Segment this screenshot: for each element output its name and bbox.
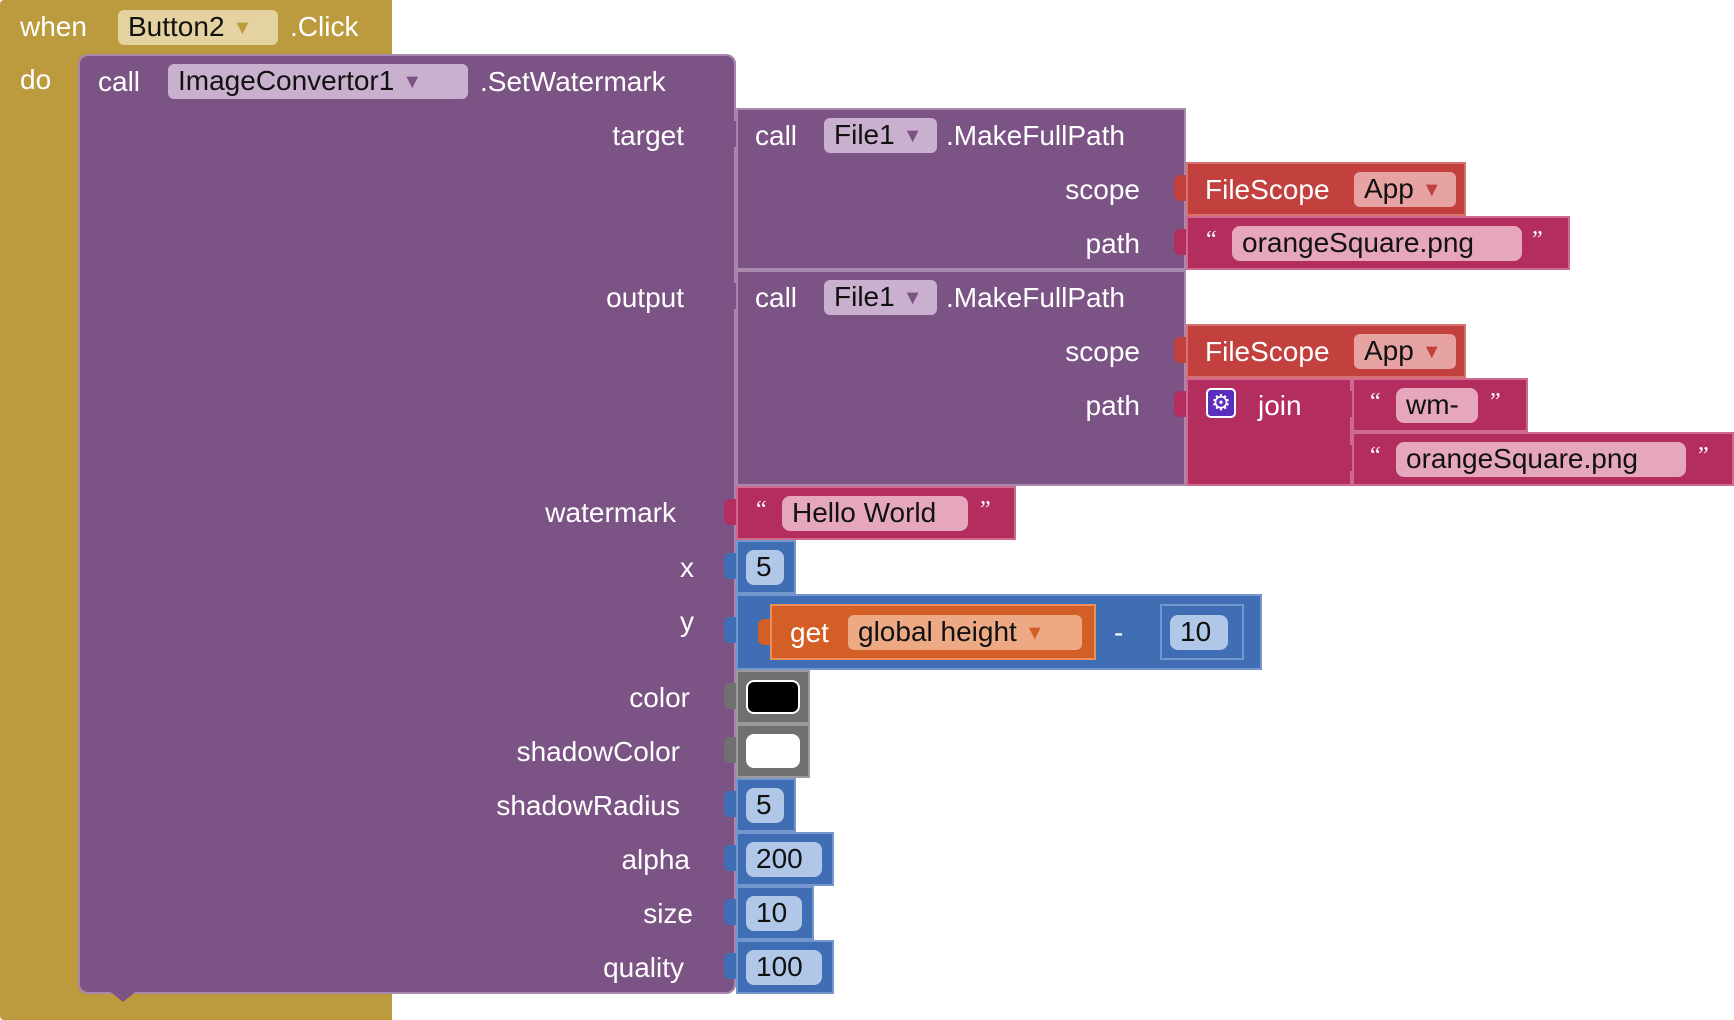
alpha-field[interactable]: 200 <box>746 842 822 877</box>
component-name: Button2 <box>128 11 225 42</box>
chevron-down-icon: ▼ <box>1024 622 1045 644</box>
chevron-down-icon: ▼ <box>232 17 253 39</box>
color-socket <box>724 683 736 709</box>
param-x: x <box>680 552 694 583</box>
component-dropdown-button2[interactable]: Button2 ▼ <box>118 10 278 45</box>
output-scope-label: scope <box>1065 336 1140 367</box>
text-socket <box>1340 391 1352 417</box>
call-setwatermark-block[interactable] <box>78 54 736 994</box>
number-socket <box>724 791 736 817</box>
quality-field[interactable]: 100 <box>746 950 822 985</box>
chevron-down-icon: ▼ <box>902 125 923 147</box>
quote-open-icon: “ <box>1370 443 1381 469</box>
param-alpha: alpha <box>621 844 690 875</box>
target-method: .MakeFullPath <box>946 120 1125 151</box>
filescope-socket <box>1174 337 1186 363</box>
size-field[interactable]: 10 <box>746 896 802 931</box>
chevron-down-icon: ▼ <box>1421 341 1442 363</box>
number-socket <box>724 617 736 643</box>
minus-operator: - <box>1114 617 1124 648</box>
quote-open-icon: “ <box>756 497 767 523</box>
target-makefullpath-block[interactable] <box>736 108 1186 270</box>
do-label: do <box>20 64 52 95</box>
shadow-radius-field[interactable]: 5 <box>746 788 784 823</box>
chevron-down-icon: ▼ <box>902 287 923 309</box>
param-watermark: watermark <box>545 497 676 528</box>
get-label: get <box>790 617 829 648</box>
param-color: color <box>629 682 690 713</box>
watermark-field[interactable]: Hello World <box>782 496 968 531</box>
quote-close-icon: ” <box>980 497 991 523</box>
join-socket <box>1174 391 1186 417</box>
target-path-label: path <box>1085 228 1141 259</box>
target-socket <box>724 121 736 147</box>
gear-icon[interactable]: ⚙ <box>1206 388 1236 418</box>
quote-open-icon: “ <box>1206 227 1217 253</box>
color-swatch-white[interactable] <box>746 734 800 768</box>
join-label: join <box>1258 390 1302 421</box>
quote-close-icon: ” <box>1490 389 1501 415</box>
x-field[interactable]: 5 <box>746 550 784 585</box>
chevron-down-icon: ▼ <box>402 71 423 93</box>
scope-value: App <box>1364 173 1414 204</box>
event-name: .Click <box>290 11 359 42</box>
output-call-label: call <box>755 282 798 313</box>
number-socket <box>724 553 736 579</box>
operand-field[interactable]: 10 <box>1170 615 1228 650</box>
color-socket <box>724 737 736 763</box>
component-name: File1 <box>834 281 895 312</box>
variable-name: global height <box>858 616 1017 647</box>
component-dropdown-imageconvertor[interactable]: ImageConvertor1 ▼ <box>168 64 468 99</box>
filescope-dropdown[interactable]: App ▼ <box>1354 334 1456 369</box>
output-path-label: path <box>1085 390 1141 421</box>
target-path-field[interactable]: orangeSquare.png <box>1232 226 1522 261</box>
filescope-dropdown[interactable]: App ▼ <box>1354 172 1456 207</box>
component-name: File1 <box>834 119 895 150</box>
filescope-label: FileScope <box>1205 336 1330 367</box>
join-item-field[interactable]: wm- <box>1396 388 1478 423</box>
when-label: when <box>20 11 87 42</box>
call-label: call <box>98 66 141 97</box>
method-name: .SetWatermark <box>480 66 666 97</box>
param-target: target <box>612 120 684 151</box>
param-quality: quality <box>603 952 684 983</box>
output-file-dropdown[interactable]: File1 ▼ <box>824 280 937 315</box>
component-name: ImageConvertor1 <box>178 65 395 96</box>
join-item-field[interactable]: orangeSquare.png <box>1396 442 1686 477</box>
target-scope-label: scope <box>1065 174 1140 205</box>
number-socket <box>1148 619 1160 645</box>
variable-socket <box>758 619 770 645</box>
target-file-dropdown[interactable]: File1 ▼ <box>824 118 937 153</box>
quote-close-icon: ” <box>1698 443 1709 469</box>
text-socket <box>1174 229 1186 255</box>
number-socket <box>724 899 736 925</box>
variable-dropdown[interactable]: global height ▼ <box>848 615 1082 650</box>
output-method: .MakeFullPath <box>946 282 1125 313</box>
color-swatch-black[interactable] <box>746 680 800 714</box>
param-shadowcolor: shadowColor <box>516 736 680 767</box>
scope-value: App <box>1364 335 1414 366</box>
filescope-socket <box>1174 175 1186 201</box>
number-socket <box>724 845 736 871</box>
param-output: output <box>606 282 684 313</box>
quote-close-icon: ” <box>1532 227 1543 253</box>
quote-open-icon: “ <box>1370 389 1381 415</box>
chevron-down-icon: ▼ <box>1421 179 1442 201</box>
number-socket <box>724 953 736 979</box>
output-socket <box>724 283 736 309</box>
text-socket <box>724 499 736 525</box>
param-size: size <box>643 898 693 929</box>
target-call-label: call <box>755 120 798 151</box>
param-y: y <box>680 606 694 637</box>
output-makefullpath-block[interactable] <box>736 270 1186 486</box>
filescope-label: FileScope <box>1205 174 1330 205</box>
param-shadowradius: shadowRadius <box>496 790 680 821</box>
text-socket <box>1340 445 1352 471</box>
